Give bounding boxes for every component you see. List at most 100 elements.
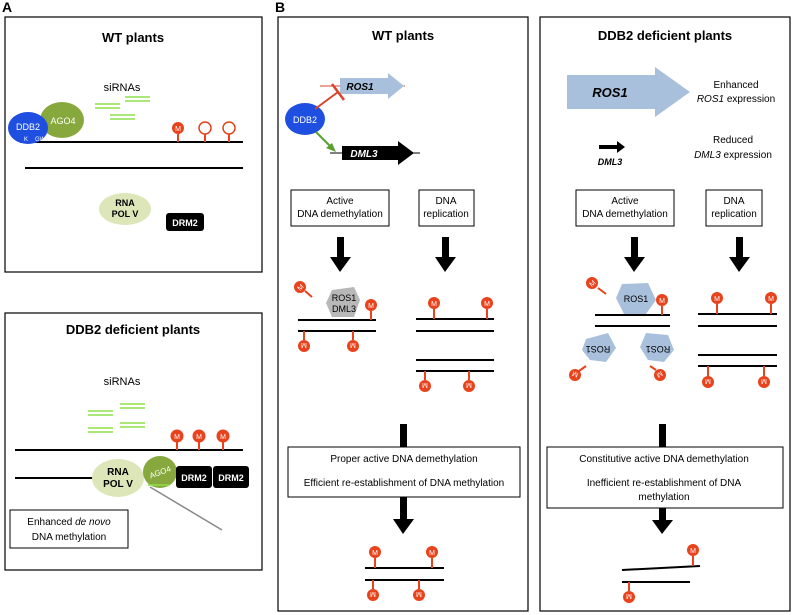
methyl-mark: M	[216, 429, 230, 450]
panel-b-ddb2-title: DDB2 deficient plants	[598, 28, 732, 43]
methyl-m-text: M	[705, 377, 711, 384]
panel-b-wt-box: WT plants ROS1 DML3 DDB2 Active DNA deme…	[277, 16, 529, 612]
methyl-m-text: M	[416, 590, 422, 597]
methyl-mark: M	[765, 292, 777, 314]
methyl-mark-bottom: M	[463, 371, 475, 392]
active-demethylation-box	[290, 189, 390, 227]
drm2-protein	[176, 466, 212, 488]
methyl-m-text: M	[466, 381, 472, 388]
enhanced-methylation-note	[9, 509, 129, 549]
methyl-m-text: M	[175, 126, 181, 133]
methyl-mark: M	[369, 546, 381, 568]
panel-a-wt-box: WT plants siRNAs AGO4 DDB2 K GW M	[4, 16, 263, 273]
methyl-m-text: M	[761, 377, 767, 384]
wt-outcome-line1: Proper active DNA demethylation	[330, 454, 477, 465]
methyl-mark: M	[192, 429, 206, 450]
methyl-mark: M	[428, 297, 440, 319]
panel-b-wt-title: WT plants	[372, 28, 434, 43]
ddb2-protein	[285, 103, 325, 135]
merge-arrow-shaft	[659, 424, 666, 448]
released-methyl: M	[586, 277, 607, 295]
rna-pol-line1: RNA	[107, 467, 129, 478]
active-line2: DNA demethylation	[297, 209, 383, 220]
methyl-mark-bottom: M	[419, 371, 431, 392]
enzyme-line2: DML3	[332, 304, 356, 314]
nascent-rna	[149, 486, 223, 531]
released-methyl: M	[569, 365, 587, 381]
methyl-m-text: M	[350, 341, 356, 348]
methyl-m-text: M	[690, 548, 696, 555]
ago4-protein	[143, 456, 177, 488]
merge-arrow-shaft	[400, 424, 407, 448]
wt-outcome-box	[287, 446, 521, 498]
methyl-m-text: M	[484, 301, 490, 308]
methyl-m-text: M	[768, 296, 774, 303]
unmethylated-site	[222, 121, 236, 142]
dml3-note-line1: Reduced	[713, 135, 753, 146]
note-line2: DNA methylation	[32, 532, 106, 543]
drm2-protein	[213, 466, 249, 488]
inhibition-bar	[331, 83, 345, 101]
methyl-mark: M	[172, 122, 184, 142]
methyl-mark-bottom: M	[702, 366, 714, 388]
drm2-protein	[166, 213, 204, 231]
rna-pol-line2: POL V	[112, 209, 139, 219]
dml3-gene-label: DML3	[350, 149, 378, 160]
ros1-enzyme-label: ROS1	[586, 344, 611, 354]
methyl-m-text: M	[626, 592, 632, 599]
methyl-mark: M	[426, 546, 438, 568]
ros1-gene-label: ROS1	[592, 85, 627, 100]
down-arrow	[652, 508, 673, 534]
down-arrow	[624, 237, 645, 272]
sirnas-label: siRNAs	[104, 82, 141, 94]
repl-line2: replication	[423, 209, 469, 220]
drm2-label: DRM2	[181, 473, 207, 483]
ros1-enzyme	[582, 333, 616, 362]
dna-strand	[621, 565, 701, 571]
wt-outcome-line2: Efficient re-establishment of DNA methyl…	[304, 478, 504, 489]
down-arrow	[435, 237, 456, 272]
methyl-m-text: M	[296, 283, 305, 292]
dml3-gene-label: DML3	[598, 157, 623, 167]
ddb2-label: DDB2	[293, 115, 317, 125]
ros1-enzyme	[616, 283, 656, 314]
methyl-mark: M	[656, 294, 668, 315]
rna-pol-line2: POL V	[103, 479, 133, 490]
panel-b-ddb2-box: DDB2 deficient plants ROS1 Enhanced ROS1…	[539, 16, 791, 612]
ddb2-gw-label: GW	[35, 137, 46, 143]
inhibition-arrow	[314, 91, 339, 110]
ros1-enzyme	[640, 333, 674, 362]
rna-pol-line1: RNA	[115, 198, 135, 208]
methyl-m-text: M	[422, 381, 428, 388]
methyl-m-text: M	[571, 369, 579, 378]
drm2-label: DRM2	[172, 218, 198, 228]
sirna-duplex	[95, 96, 150, 120]
methyl-m-text: M	[196, 434, 202, 441]
methyl-mark-bottom: M	[367, 580, 379, 601]
dml3-note-line2: DML3 expression	[694, 150, 772, 161]
sirnas-label: siRNAs	[104, 376, 141, 388]
ddb2-protein	[8, 112, 48, 144]
methyl-mark: M	[170, 429, 184, 450]
ros1-gene-label: ROS1	[346, 82, 374, 93]
methyl-m-text: M	[174, 434, 180, 441]
methyl-m-text: M	[588, 279, 597, 288]
methyl-m-text: M	[370, 590, 376, 597]
active-demethylation-box	[575, 189, 675, 227]
ddb2-outcome-line3: methylation	[638, 492, 689, 503]
ros1-gene-arrow-large	[567, 67, 690, 117]
rna-pol-v	[92, 459, 144, 497]
dml3-gene-arrow	[342, 141, 414, 165]
ros1-enzyme-label: ROS1	[624, 294, 649, 304]
ros1-note-line2: ROS1 expression	[697, 94, 775, 105]
methyl-mark: M	[687, 544, 699, 566]
methyl-m-text: M	[655, 369, 664, 378]
methyl-mark-bottom: M	[758, 366, 770, 388]
repl-line2: replication	[711, 209, 757, 220]
panel-a-wt-title: WT plants	[102, 30, 164, 45]
ago4-protein	[40, 102, 84, 138]
methyl-mark: M	[365, 299, 377, 320]
methyl-m-text: M	[372, 550, 378, 557]
methyl-mark-bottom: M	[347, 331, 359, 352]
